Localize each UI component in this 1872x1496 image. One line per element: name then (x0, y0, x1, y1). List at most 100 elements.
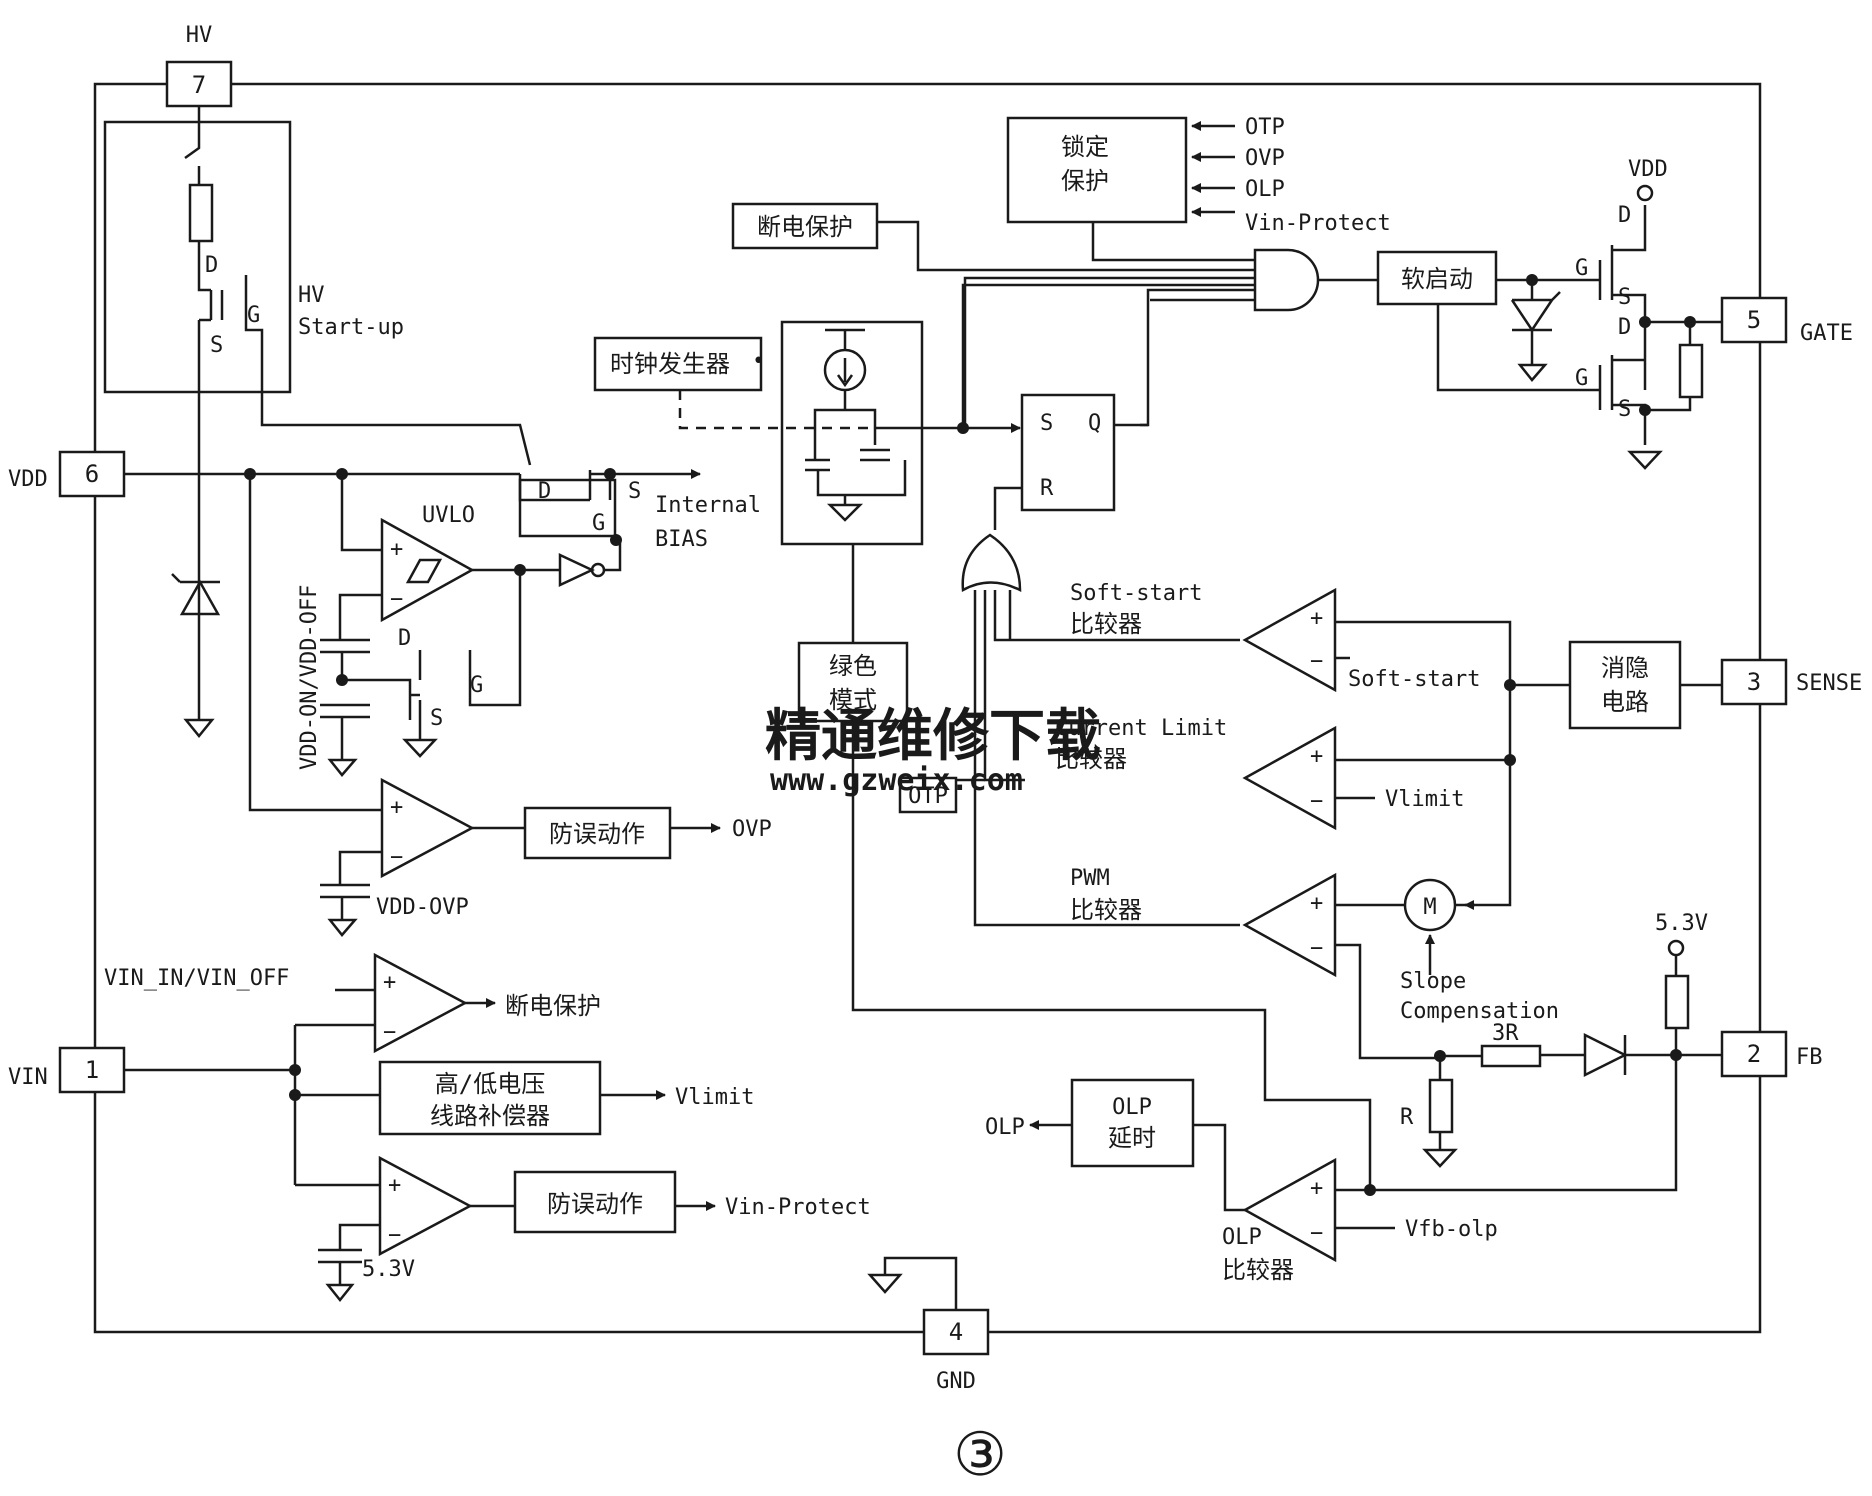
svg-text:S: S (1618, 285, 1631, 310)
svg-text:S: S (430, 706, 443, 731)
svg-text:GND: GND (936, 1369, 976, 1394)
svg-text:Vfb-olp: Vfb-olp (1405, 1217, 1498, 1242)
svg-text:−: − (1310, 789, 1323, 814)
svg-text:Start-up: Start-up (298, 315, 404, 340)
svg-text:+: + (1310, 891, 1323, 916)
svg-text:4: 4 (949, 1318, 963, 1346)
svg-text:G: G (1575, 256, 1588, 281)
svg-text:Vin-Protect: Vin-Protect (1245, 211, 1391, 236)
svg-text:−: − (388, 1223, 401, 1248)
softstart-comparator: + − Soft-start 比较器 Soft-start (1070, 581, 1512, 693)
uvlo-comparator: + − UVLO D G S VDD-ON/VDD-OFF (297, 474, 622, 777)
svg-text:1: 1 (85, 1056, 99, 1084)
svg-text:VIN_IN/VIN_OFF: VIN_IN/VIN_OFF (104, 966, 289, 991)
svg-text:Compensation: Compensation (1400, 999, 1559, 1024)
svg-text:Q: Q (1088, 411, 1101, 436)
svg-text:Vlimit: Vlimit (675, 1085, 754, 1110)
svg-text:OVP: OVP (1245, 146, 1285, 171)
svg-text:绿色: 绿色 (829, 652, 877, 680)
powerloss-block: 断电保护 (731, 202, 879, 250)
svg-text:+: + (383, 970, 396, 995)
svg-text:消隐: 消隐 (1601, 654, 1649, 682)
svg-text:D: D (205, 253, 218, 278)
svg-text:UVLO: UVLO (422, 503, 475, 528)
svg-text:7: 7 (192, 71, 206, 99)
svg-text:G: G (247, 303, 260, 328)
svg-text:Vin-Protect: Vin-Protect (725, 1195, 871, 1220)
svg-text:D: D (1618, 315, 1631, 340)
svg-text:保护: 保护 (1061, 167, 1109, 195)
green-mode: 绿色 模式 OTP (797, 544, 1372, 1185)
pin-5-gate: 5 GATE (1720, 296, 1853, 346)
svg-text:HV: HV (186, 23, 213, 48)
svg-text:PWM: PWM (1070, 866, 1110, 891)
sr-latch: S Q R (993, 393, 1148, 530)
svg-text:R: R (1400, 1105, 1414, 1130)
svg-text:断电保护: 断电保护 (505, 992, 601, 1020)
svg-text:S: S (1618, 397, 1631, 422)
svg-text:5.3V: 5.3V (1655, 911, 1708, 936)
svg-text:Slope: Slope (1400, 969, 1466, 994)
svg-text:VDD: VDD (8, 467, 48, 492)
svg-text:GATE: GATE (1800, 321, 1853, 346)
svg-text:S: S (1040, 411, 1053, 436)
svg-text:6: 6 (85, 460, 99, 488)
svg-text:BIAS: BIAS (655, 527, 708, 552)
svg-text:−: − (1310, 936, 1323, 961)
fb-network: 5.3V 3R R (1370, 911, 1722, 1192)
svg-text:线路补偿器: 线路补偿器 (430, 1102, 550, 1130)
watermark: 精通维修下载 www.gzweix.com (765, 704, 1101, 798)
svg-text:软启动: 软启动 (1401, 265, 1473, 293)
svg-text:比较器: 比较器 (1222, 1256, 1294, 1284)
svg-text:Internal: Internal (655, 493, 761, 518)
svg-text:+: + (390, 537, 403, 562)
svg-text:Soft-start: Soft-start (1348, 667, 1480, 692)
svg-text:5.3V: 5.3V (362, 1257, 415, 1282)
svg-text:D: D (398, 626, 411, 651)
svg-text:OLP: OLP (1112, 1095, 1152, 1120)
vdd-ovp-comparator: + − VDD-OVP 防误动作 OVP (248, 474, 772, 937)
svg-text:VDD-OVP: VDD-OVP (376, 895, 469, 920)
svg-text:FB: FB (1796, 1045, 1823, 1070)
svg-text:锁定: 锁定 (1061, 133, 1109, 161)
gnd-connection (867, 1256, 958, 1310)
svg-text:OLP: OLP (1245, 177, 1285, 202)
svg-text:高/低电压: 高/低电压 (435, 1070, 545, 1098)
svg-text:−: − (1310, 649, 1323, 674)
svg-text:模式: 模式 (829, 686, 877, 714)
svg-text:−: − (383, 1020, 396, 1045)
svg-text:VDD-ON/VDD-OFF: VDD-ON/VDD-OFF (297, 585, 322, 770)
svg-text:+: + (1310, 1176, 1323, 1201)
svg-text:D: D (1618, 203, 1631, 228)
svg-text:比较器: 比较器 (1070, 896, 1142, 924)
svg-text:Current Limit: Current Limit (1055, 716, 1227, 741)
svg-text:•: • (752, 349, 765, 374)
svg-text:VIN: VIN (8, 1065, 48, 1090)
svg-text:−: − (1310, 1221, 1323, 1246)
svg-text:SENSE: SENSE (1796, 671, 1862, 696)
svg-text:电路: 电路 (1601, 688, 1649, 716)
svg-text:精通维修下载: 精通维修下载 (765, 704, 1101, 769)
svg-text:防误动作: 防误动作 (549, 820, 645, 848)
svg-text:比较器: 比较器 (1055, 745, 1127, 773)
svg-text:OLP: OLP (1222, 1225, 1262, 1250)
pin-6-vdd: 6 VDD (8, 450, 126, 498)
olp-section: + − Vfb-olp OLP 比较器 OLP 延时 OLP (985, 1078, 1498, 1284)
svg-text:断电保护: 断电保护 (757, 213, 853, 241)
lock-protection: 锁定 保护 OTP OVP OLP Vin-Protect (1006, 115, 1391, 236)
svg-text:5: 5 (1747, 306, 1761, 334)
svg-text:+: + (388, 1173, 401, 1198)
svg-text:G: G (1575, 366, 1588, 391)
leb-circuit: 消隐 电路 (1504, 640, 1722, 766)
svg-text:OTP: OTP (908, 784, 948, 809)
svg-text:2: 2 (1747, 1040, 1761, 1068)
svg-text:G: G (592, 511, 605, 536)
svg-text:D: D (538, 479, 551, 504)
hv-startup-section: D G S HV Start-up (103, 106, 532, 738)
current-limit-comparator: + − Current Limit 比较器 Vlimit (1055, 716, 1510, 831)
svg-text:S: S (628, 479, 641, 504)
svg-text:时钟发生器: 时钟发生器 (610, 350, 730, 378)
svg-text:R: R (1040, 476, 1054, 501)
svg-text:VDD: VDD (1628, 157, 1668, 182)
svg-text:防误动作: 防误动作 (547, 1190, 643, 1218)
